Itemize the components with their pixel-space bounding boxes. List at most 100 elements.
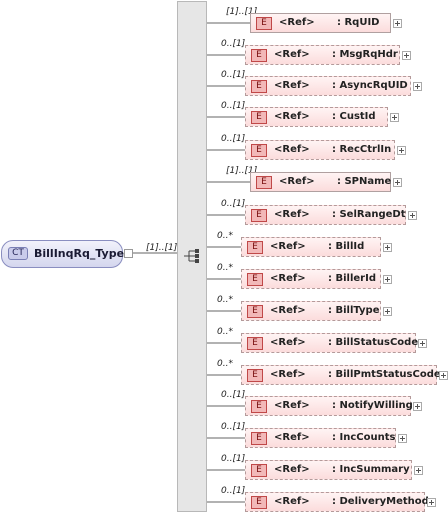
expand-icon[interactable] — [418, 339, 427, 348]
element-occurrence: 0..* — [217, 263, 233, 273]
expand-icon[interactable] — [393, 178, 402, 187]
complex-type-multiplicity: [1]..[1] — [146, 243, 178, 253]
element-ref-label: <Ref> — [270, 337, 306, 348]
element-box[interactable]: E <Ref> : DeliveryMethod — [245, 492, 429, 512]
element-box[interactable]: E <Ref> : RecCtrlIn — [245, 140, 395, 160]
element-badge: E — [251, 80, 267, 93]
element-badge: E — [251, 209, 267, 222]
element-occurrence: 0..* — [217, 231, 233, 241]
complex-type-badge: CT — [8, 247, 28, 260]
element-badge: E — [247, 369, 263, 382]
element-occurrence: 0..[1] — [221, 134, 246, 144]
element-badge: E — [247, 337, 263, 350]
expand-icon[interactable] — [383, 275, 392, 284]
element-occurrence: 0..[1] — [221, 39, 246, 49]
element-box[interactable]: E <Ref> : BillPmtStatusCode — [241, 365, 441, 385]
element-name: : SelRangeDt — [332, 209, 406, 220]
expand-icon[interactable] — [414, 466, 423, 475]
element-name: : NotifyWilling — [332, 400, 413, 411]
element-ref-label: <Ref> — [274, 144, 310, 155]
expand-icon[interactable] — [402, 51, 411, 60]
element-name: : BillId — [328, 241, 365, 252]
element-box[interactable]: E <Ref> : CustId — [245, 107, 388, 127]
element-ref-label: <Ref> — [274, 49, 310, 60]
element-badge: E — [251, 432, 267, 445]
element-name: : DeliveryMethod — [332, 496, 429, 507]
element-name: : RecCtrlIn — [332, 144, 392, 155]
complex-type-box[interactable]: CT BillInqRq_Type — [1, 240, 125, 268]
expand-icon[interactable] — [408, 211, 417, 220]
element-name: : BillStatusCode — [328, 337, 419, 348]
element-box[interactable]: E <Ref> : AsyncRqUID — [245, 76, 411, 96]
element-name: : IncCounts — [332, 432, 396, 443]
element-occurrence: 0..[1] — [221, 422, 246, 432]
element-box[interactable]: E <Ref> : BillType — [241, 301, 381, 321]
element-name: : BillPmtStatusCode — [328, 369, 441, 380]
sequence-icon — [184, 249, 199, 263]
element-ref-label: <Ref> — [274, 80, 310, 91]
element-ref-label: <Ref> — [270, 369, 306, 380]
element-badge: E — [251, 496, 267, 509]
element-badge: E — [251, 111, 267, 124]
element-name: : BillType — [328, 305, 380, 316]
element-ref-label: <Ref> — [274, 464, 310, 475]
expand-icon[interactable] — [427, 498, 436, 507]
expand-icon[interactable] — [390, 113, 399, 122]
element-box[interactable]: E <Ref> : SPName — [250, 172, 391, 192]
element-occurrence: 0..* — [217, 295, 233, 305]
element-badge: E — [256, 17, 272, 30]
element-occurrence: 0..[1] — [221, 454, 246, 464]
element-ref-label: <Ref> — [270, 241, 306, 252]
element-box[interactable]: E<Ref>: MsgRqHdr — [245, 45, 400, 65]
element-name: : IncSummary — [332, 464, 410, 475]
element-ref-label: <Ref> — [279, 176, 315, 187]
expand-icon[interactable] — [383, 243, 392, 252]
element-ref-label: <Ref> — [274, 432, 310, 443]
expand-icon[interactable] — [397, 146, 406, 155]
element-badge: E — [256, 176, 272, 189]
element-box[interactable]: E <Ref> : NotifyWilling — [245, 396, 413, 416]
element-name: : BillerId — [328, 273, 376, 284]
element-name: : AsyncRqUID — [332, 80, 408, 91]
expand-icon[interactable] — [439, 371, 448, 380]
expand-icon[interactable] — [398, 434, 407, 443]
element-occurrence: 0..[1] — [221, 70, 246, 80]
sequence-bar — [177, 1, 207, 512]
element-ref-label: <Ref> — [279, 17, 315, 28]
element-occurrence: 0..[1] — [221, 199, 246, 209]
element-badge: E — [247, 273, 263, 286]
element-name: : CustId — [332, 111, 376, 122]
expand-icon[interactable] — [413, 82, 422, 91]
element-box[interactable]: E <Ref> : BillStatusCode — [241, 333, 419, 353]
element-ref-label: <Ref> — [274, 496, 310, 507]
element-occurrence: 0..[1] — [221, 101, 246, 111]
element-ref-label: <Ref> — [274, 400, 310, 411]
element-ref-label: <Ref> — [270, 273, 306, 284]
element-box[interactable]: E <Ref> : RqUID — [250, 13, 391, 33]
element-badge: E — [247, 305, 263, 318]
element-box[interactable]: E <Ref> : BillId — [241, 237, 381, 257]
complex-type-name: BillInqRq_Type — [34, 247, 125, 260]
element-occurrence: [1]..[1] — [226, 7, 258, 17]
element-ref-label: <Ref> — [274, 111, 310, 122]
expand-icon[interactable] — [383, 307, 392, 316]
element-box[interactable]: E<Ref>: IncSummary — [245, 460, 412, 480]
element-badge: E — [247, 241, 263, 254]
element-occurrence: 0..[1] — [221, 486, 246, 496]
expand-icon[interactable] — [393, 19, 402, 28]
element-box[interactable]: E <Ref> : BillerId — [241, 269, 381, 289]
element-box[interactable]: E<Ref>: SelRangeDt — [245, 205, 406, 225]
element-occurrence: [1]..[1] — [226, 166, 258, 176]
element-box[interactable]: E <Ref> : IncCounts — [245, 428, 396, 448]
element-occurrence: 0..* — [217, 327, 233, 337]
element-name: : SPName — [337, 176, 392, 187]
element-occurrence: 0..* — [217, 359, 233, 369]
expand-icon[interactable] — [413, 402, 422, 411]
element-badge: E — [251, 49, 267, 62]
element-ref-label: <Ref> — [270, 305, 306, 316]
collapse-icon[interactable] — [124, 249, 133, 258]
element-name: : RqUID — [337, 17, 380, 28]
element-badge: E — [251, 400, 267, 413]
element-badge: E — [251, 144, 267, 157]
